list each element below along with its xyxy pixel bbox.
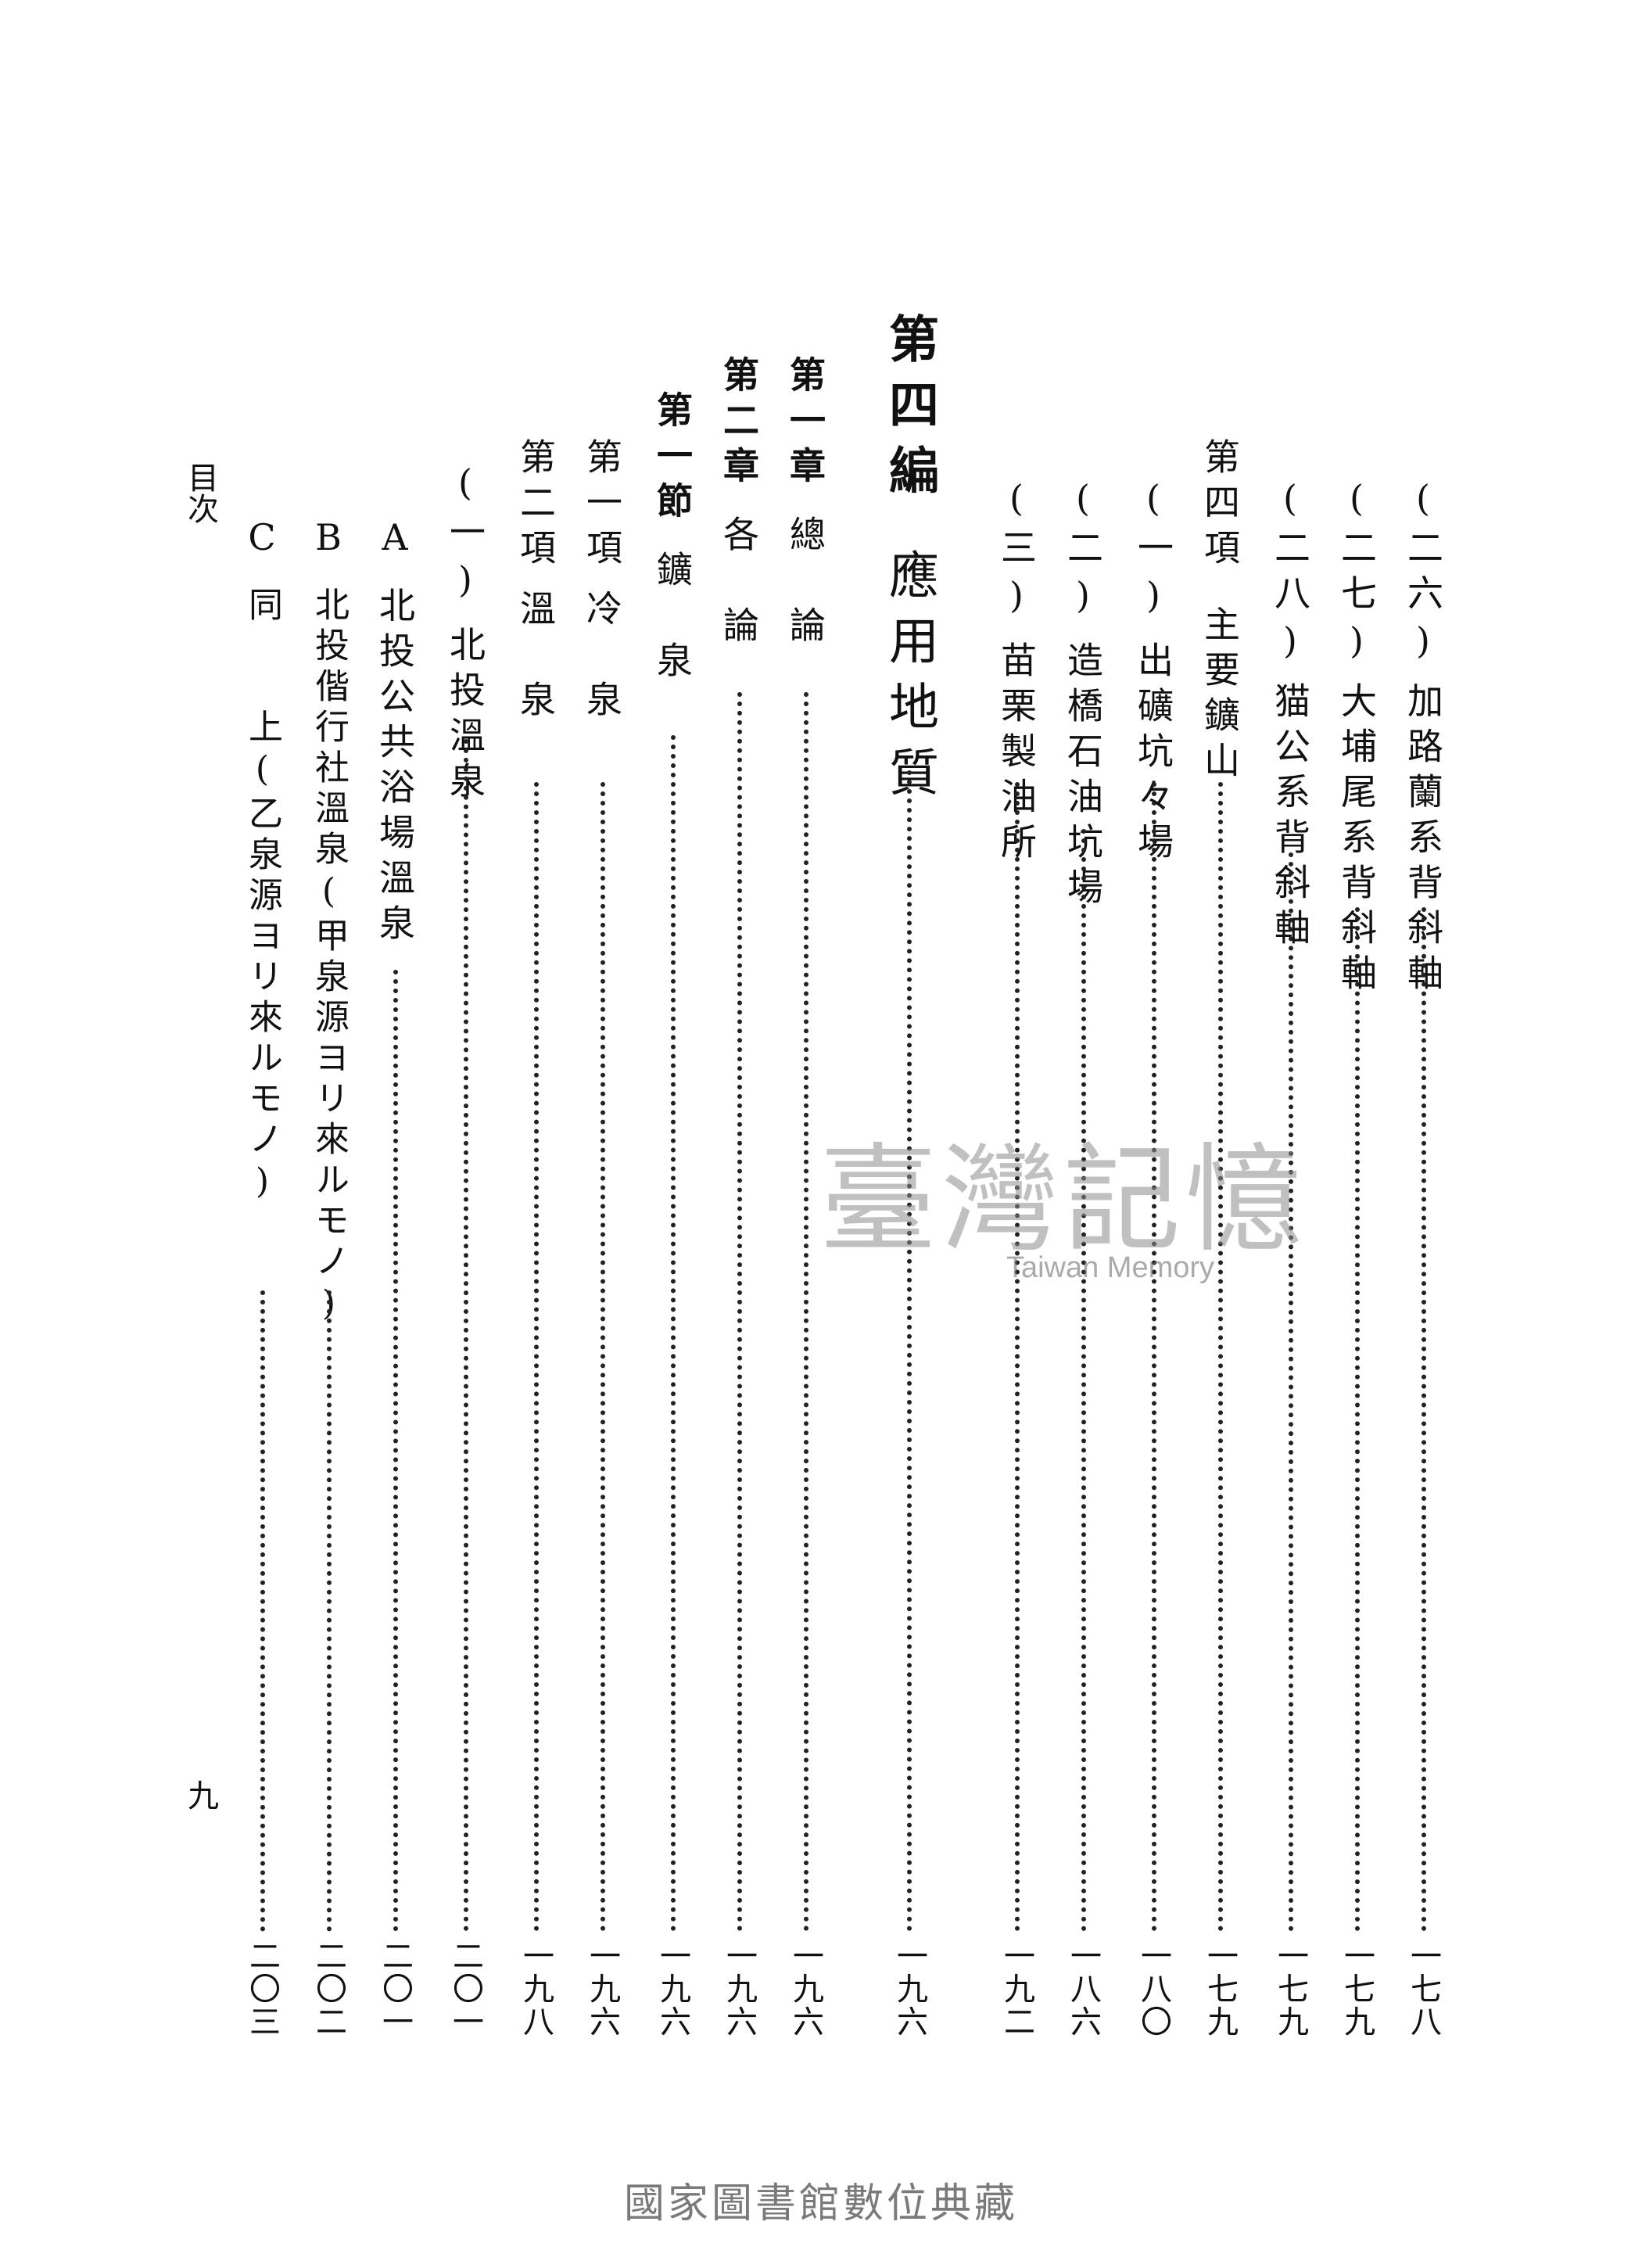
entry-title: 北投公共浴場溫泉 bbox=[374, 587, 416, 949]
dot-leader bbox=[534, 782, 539, 1932]
entry-page: 一九六 bbox=[787, 1940, 823, 2038]
entry-lead: B bbox=[307, 516, 350, 568]
dot-leader bbox=[671, 735, 676, 1932]
running-header: 目次 bbox=[182, 461, 218, 524]
dot-leader bbox=[601, 782, 605, 1932]
entry-page: 一七九 bbox=[1272, 1940, 1308, 2038]
entry-lead: 第一節 bbox=[651, 391, 694, 527]
dot-leader bbox=[1015, 782, 1020, 1932]
dot-leader bbox=[1422, 907, 1426, 1932]
dot-leader bbox=[260, 1290, 265, 1932]
entry-lead: (二八) bbox=[1269, 477, 1311, 671]
entry-page: 二〇一 bbox=[377, 1940, 413, 2038]
entry-lead: 第二項 bbox=[514, 438, 557, 574]
entry-lead: 第四項 bbox=[1199, 438, 1241, 574]
entry-lead: 第二章 bbox=[718, 356, 760, 492]
entry-title: 北投偕行社溫泉(甲泉源ヨリ來ルモノ) bbox=[309, 587, 349, 1330]
dot-leader bbox=[1289, 852, 1293, 1932]
toc-part-heading: 第四編應用地質 bbox=[874, 313, 945, 812]
toc-entry: A 北投公共浴場溫泉 bbox=[367, 516, 422, 949]
entry-page: 二〇二 bbox=[310, 1940, 346, 2038]
entry-lead: (二) bbox=[1062, 477, 1104, 626]
entry-page: 一九二 bbox=[998, 1940, 1034, 2038]
watermark: 臺灣記憶 Taiwan Memory bbox=[813, 1134, 1314, 1322]
toc-entry: 第一項冷 泉 bbox=[575, 438, 629, 726]
toc-entry: (二八)猫公系背斜軸 bbox=[1263, 477, 1318, 954]
entry-lead: (一) bbox=[444, 461, 486, 610]
page-number: 九 bbox=[182, 1779, 218, 1810]
entry-lead: (二六) bbox=[1402, 477, 1444, 671]
toc-entry: (二六)加路蘭系背斜軸 bbox=[1396, 477, 1450, 999]
toc-entry: 第一章總 論 bbox=[778, 356, 833, 651]
entry-page: 二〇一 bbox=[447, 1940, 483, 2038]
entry-lead: C bbox=[241, 516, 283, 568]
entry-page: 一九六 bbox=[654, 1940, 690, 2038]
entry-page: 一九六 bbox=[721, 1940, 757, 2038]
part-lead: 第四編 bbox=[880, 313, 939, 510]
toc-entry: C 同 上(乙泉源ヨリ來ルモノ) bbox=[235, 516, 289, 1208]
toc-entry: B 北投偕行社溫泉(甲泉源ヨリ來ルモノ) bbox=[301, 516, 356, 1330]
entry-page: 一九六 bbox=[891, 1940, 927, 2038]
entry-title: 各 論 bbox=[718, 515, 760, 651]
entry-page: 一七九 bbox=[1202, 1940, 1238, 2038]
entry-lead: (二七) bbox=[1335, 477, 1378, 671]
dot-leader bbox=[1218, 782, 1223, 1932]
entry-page: 一七八 bbox=[1405, 1940, 1441, 2038]
entry-lead: 第一項 bbox=[581, 438, 623, 574]
dot-leader bbox=[1081, 829, 1086, 1932]
entry-lead: A bbox=[374, 516, 416, 568]
toc-entry: (二七)大埔尾系背斜軸 bbox=[1329, 477, 1384, 999]
toc-entry: 第四項主要鑛山 bbox=[1192, 438, 1247, 787]
entry-title: 同 上(乙泉源ヨリ來ルモノ) bbox=[242, 587, 282, 1208]
toc-entry: 第一節鑛 泉 bbox=[645, 391, 700, 687]
toc-entry: 第二章各 論 bbox=[712, 356, 766, 651]
dot-leader bbox=[804, 692, 808, 1932]
dot-leader bbox=[1152, 782, 1156, 1932]
watermark-chinese: 臺灣記憶 bbox=[819, 1132, 1307, 1269]
entry-page: 一七九 bbox=[1339, 1940, 1375, 2038]
part-title: 應用地質 bbox=[880, 549, 938, 812]
entry-lead: (一) bbox=[1132, 477, 1174, 626]
entry-lead: 第一章 bbox=[784, 356, 826, 492]
entry-page: 一九八 bbox=[518, 1940, 554, 2038]
entry-page: 一九六 bbox=[584, 1940, 620, 2038]
toc-entry: (一)北投溫泉 bbox=[438, 461, 493, 807]
watermark-english: Taiwan Memory bbox=[1006, 1251, 1215, 1284]
dot-leader bbox=[907, 770, 912, 1932]
dot-leader bbox=[1355, 907, 1360, 1932]
entry-title: 總 論 bbox=[784, 515, 826, 651]
toc-entry: 第二項溫 泉 bbox=[508, 438, 563, 726]
dot-leader bbox=[393, 970, 398, 1932]
entry-lead: (三) bbox=[995, 477, 1038, 626]
dot-leader bbox=[737, 692, 742, 1932]
entry-page: 一八六 bbox=[1065, 1940, 1101, 2038]
footer-archive-label: 國家圖書館數位典藏 bbox=[623, 2180, 1018, 2227]
entry-page: 二〇三 bbox=[244, 1940, 280, 2038]
dot-leader bbox=[327, 1290, 332, 1932]
entry-title: 主要鑛山 bbox=[1199, 605, 1241, 787]
entry-title: 溫 泉 bbox=[514, 590, 557, 726]
entry-title: 鑛 泉 bbox=[651, 551, 694, 687]
entry-title: 冷 泉 bbox=[581, 590, 623, 726]
entry-page: 一八〇 bbox=[1135, 1940, 1171, 2038]
dot-leader bbox=[464, 739, 468, 1932]
